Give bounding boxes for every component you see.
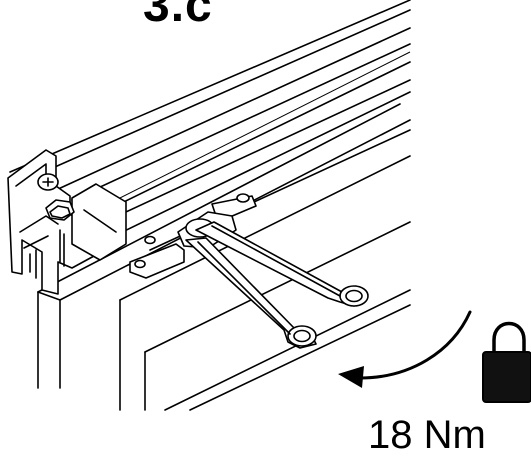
padlock-icon bbox=[482, 321, 531, 403]
wrench-icon bbox=[195, 221, 369, 307]
torque-value: 18 Nm bbox=[368, 413, 486, 457]
end-bracket bbox=[7, 149, 127, 295]
rotate-counterclockwise-arrow-icon bbox=[338, 310, 472, 388]
hex-nut bbox=[45, 199, 75, 221]
wrench-icon bbox=[185, 237, 317, 349]
door-leaf bbox=[37, 103, 411, 411]
screw-head bbox=[37, 173, 59, 191]
header-rail bbox=[9, 0, 411, 251]
step-label: 3.c bbox=[143, 0, 213, 32]
